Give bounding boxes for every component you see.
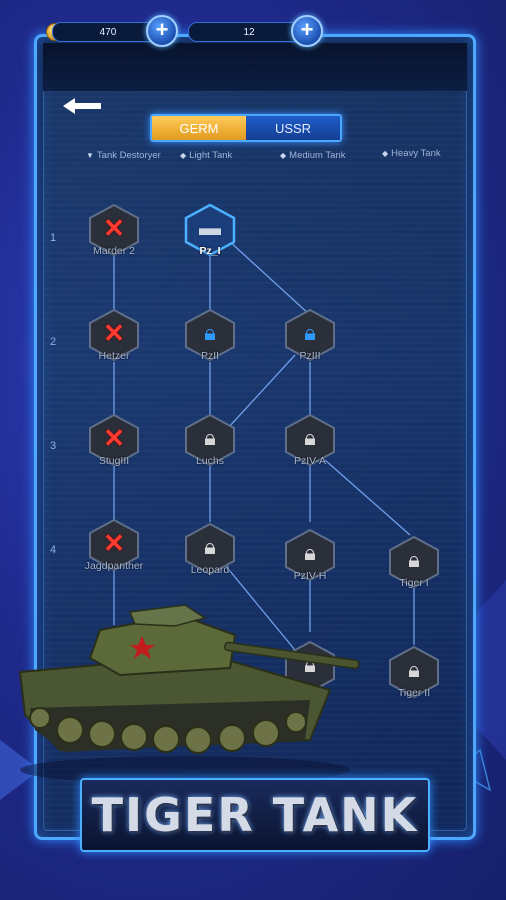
tank-name: Tiger II [397, 687, 431, 699]
hex-badge [389, 645, 439, 699]
back-arrow-icon [63, 98, 101, 114]
tank-name: PzIV-H [293, 570, 327, 582]
tank-destroyer-icon: ▼ [86, 151, 94, 160]
locked-x-icon: ✕ [103, 213, 125, 243]
tank-name: PzII [200, 350, 220, 362]
tank-name: Pz_I [199, 245, 221, 257]
card-value: 12 [243, 26, 255, 38]
hex-badge [185, 522, 235, 576]
hex-badge [285, 528, 335, 582]
legend-heavy-tank: ◆ Heavy Tank [382, 148, 441, 159]
hex-badge [89, 413, 139, 467]
lock-icon: 🔒︎ [408, 547, 420, 572]
hex-badge [185, 413, 235, 467]
tank-name: Hetzer [98, 350, 130, 362]
tank-name: Marder 2 [92, 245, 135, 257]
row-number: 2 [50, 336, 57, 348]
tank-node-jagdpanther[interactable]: ✕ Jagdpanther [85, 518, 143, 572]
locked-x-icon: ✕ [103, 423, 125, 453]
tab-ussr[interactable]: USSR [246, 116, 340, 140]
hex-badge [285, 413, 335, 467]
gold-counter: 470 [52, 22, 164, 42]
hex-badge [89, 203, 139, 257]
tank-node-pz3[interactable]: 🔒︎ PzIII [283, 308, 337, 362]
lock-icon: 🔒︎ [408, 657, 420, 682]
hex-badge [285, 308, 335, 362]
tank-node-pz4a[interactable]: 🔒︎ PzIV-A [283, 413, 337, 467]
gold-value: 470 [99, 26, 117, 38]
lock-icon: 🔒︎ [304, 652, 316, 677]
legend-label: Tank Destoryer [96, 150, 161, 161]
tank-name: Tiger I [399, 577, 429, 589]
tank-name: PzIII [299, 350, 321, 362]
lock-icon: 🔒︎ [304, 425, 316, 450]
tank-icon: ▬ [199, 215, 221, 240]
legend-label: Light Tank [189, 150, 233, 161]
row-number: 1 [50, 232, 57, 244]
locked-x-icon: ✕ [103, 528, 125, 558]
heavy-tank-icon: ◆ [382, 149, 389, 158]
tank-name: Jagdpanther [84, 560, 144, 572]
resource-bar [43, 43, 467, 91]
light-tank-icon: ◆ [180, 151, 187, 160]
hex-badge [389, 535, 439, 589]
t34-tank-illustration [18, 604, 360, 784]
locked-x-icon: ✕ [103, 318, 125, 348]
legend-medium-tank: ◆ Medium Tank [280, 150, 345, 161]
lock-icon: 🔒︎ [204, 534, 216, 559]
tank-node-tiger1[interactable]: 🔒︎ Tiger I [387, 535, 441, 589]
tab-germ[interactable]: GERM [152, 116, 246, 140]
hex-badge [89, 308, 139, 362]
legend-light-tank: ◆ Light Tank [180, 150, 232, 161]
add-card-button[interactable]: + [291, 15, 323, 47]
tank-name: StugIII [98, 455, 130, 467]
lock-icon: 🔒︎ [304, 540, 316, 565]
lock-icon: 🔒︎ [204, 425, 216, 450]
hex-badge-selected [184, 203, 236, 257]
lock-icon: 🔒︎ [304, 320, 316, 345]
tank-node-leopard[interactable]: 🔒︎ Leopard [183, 522, 237, 576]
hex-badge [185, 308, 235, 362]
tank-node-stug3[interactable]: ✕ StugIII [87, 413, 141, 467]
tank-node-tiger2[interactable]: 🔒︎ Tiger II [387, 645, 441, 699]
tank-node-hetzer[interactable]: ✕ Hetzer [87, 308, 141, 362]
logo-text: TIGER TANK [91, 788, 419, 842]
tank-node-pz1[interactable]: ▬ Pz_I [183, 203, 237, 257]
medium-tank-icon: ◆ [280, 151, 287, 160]
row-number: 3 [50, 440, 57, 452]
tank-node-pz2[interactable]: 🔒︎ PzII [183, 308, 237, 362]
legend-tank-destroyer: ▼ Tank Destoryer [86, 150, 161, 161]
lock-icon: 🔒︎ [204, 320, 216, 345]
tank-node-pz4h[interactable]: 🔒︎ PzIV-H [283, 528, 337, 582]
legend-label: Heavy Tank [391, 148, 441, 159]
legend-label: Medium Tank [289, 150, 346, 161]
back-button[interactable] [54, 92, 112, 120]
tank-name: PzIV-A [293, 455, 327, 467]
add-gold-button[interactable]: + [146, 15, 178, 47]
nation-tabs: GERM USSR [150, 114, 342, 142]
row-number: 4 [50, 544, 57, 556]
tank-node-luchs[interactable]: 🔒︎ Luchs [183, 413, 237, 467]
tank-node-marder2[interactable]: ✕ Marder 2 [87, 203, 141, 257]
tank-name: Luchs [195, 455, 225, 467]
game-logo: TIGER TANK [80, 778, 430, 852]
hex-badge [89, 518, 139, 572]
tank-name: Leopard [190, 564, 230, 576]
